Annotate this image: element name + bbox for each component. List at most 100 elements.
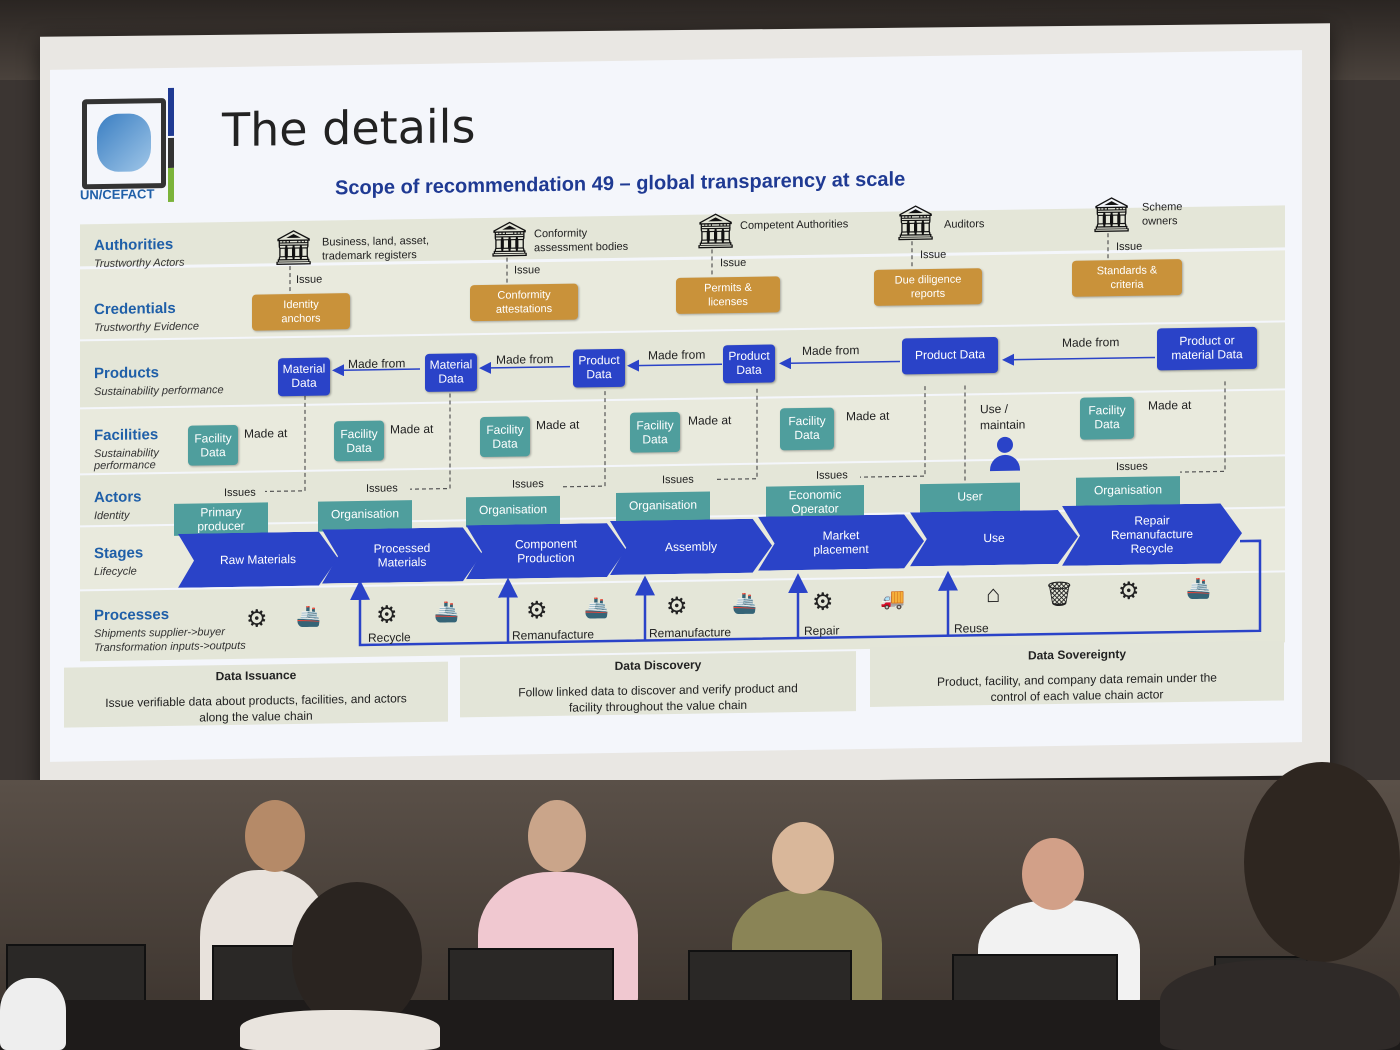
made-from-arrow-2 <box>479 361 570 374</box>
dash-actor-5 <box>860 386 926 478</box>
gear-icon: ⚙ <box>246 605 268 633</box>
actor-organisation-1: Organisation <box>318 500 412 532</box>
ship-icon: 🚢 <box>584 597 609 620</box>
trash-icon: 🗑 <box>1044 580 1075 609</box>
issue-label: Issue <box>1116 240 1143 254</box>
authority-label-3: Competent Authorities <box>740 218 849 232</box>
product-node-product-data: Product Data <box>902 336 998 375</box>
panelist-4-head <box>1022 838 1084 910</box>
dash-actor-3 <box>560 391 606 488</box>
truck-icon: 🚚 <box>880 588 905 611</box>
made-from-label: Made from <box>802 343 860 359</box>
made-at-label: Made at <box>390 421 434 437</box>
made-at-label: Made at <box>688 413 732 428</box>
connector-lines <box>265 233 1262 647</box>
made-at-label: Made at <box>846 408 890 424</box>
gear-icon: ⚙ <box>1118 577 1140 606</box>
authority-label-1: Business, land, asset,trademark register… <box>322 234 430 263</box>
made-at-label: Made at <box>1148 397 1192 413</box>
institution-icon: 🏛 <box>1090 195 1134 235</box>
institution-icon: 🏛 <box>694 212 738 251</box>
dash-actor-6 <box>1180 381 1226 473</box>
actor-organisation-3: Organisation <box>616 491 710 523</box>
made-from-arrow-5 <box>1002 353 1155 366</box>
panelist-1-head <box>245 800 305 872</box>
dash-actor-2 <box>410 393 451 490</box>
issues-label: Issues <box>662 473 694 487</box>
ship-icon: 🚢 <box>434 601 459 624</box>
made-from-label: Made from <box>1062 335 1120 350</box>
actor-organisation-4: Organisation <box>1076 476 1180 508</box>
audience-head-1 <box>292 882 422 1032</box>
loop-label-remanufacture-2: Remanufacture <box>649 625 732 641</box>
made-from-arrow-3 <box>627 359 722 372</box>
audience-body-2 <box>1160 960 1400 1050</box>
issues-label: Issues <box>816 469 848 482</box>
house-icon: ⌂ <box>986 580 1001 609</box>
institution-icon: 🏛 <box>272 228 316 268</box>
made-from-arrow-1 <box>332 364 420 377</box>
gear-icon: ⚙ <box>812 588 834 616</box>
gear-icon: ⚙ <box>666 592 688 621</box>
institution-icon: 🏛 <box>894 203 938 243</box>
made-from-label: Made from <box>648 347 706 363</box>
dash-actor-1 <box>265 395 306 493</box>
panelist-2-head <box>528 800 586 872</box>
issues-label: Issues <box>512 478 544 491</box>
use-maintain-label: Use /maintain <box>980 401 1026 433</box>
panelist-3-head <box>772 822 834 894</box>
issues-label: Issues <box>366 482 398 495</box>
gear-icon: ⚙ <box>526 597 548 625</box>
gear-icon: ⚙ <box>376 601 398 629</box>
issues-label: Issues <box>224 486 256 500</box>
institution-icon: 🏛 <box>488 220 532 259</box>
issue-label: Issue <box>514 264 541 277</box>
issue-label: Issue <box>720 256 747 270</box>
issues-label: Issues <box>1116 460 1148 474</box>
authority-label-4: Auditors <box>944 218 985 231</box>
loop-label-remanufacture-1: Remanufacture <box>512 627 595 643</box>
made-from-label: Made from <box>496 351 554 367</box>
ship-icon: 🚢 <box>732 592 757 616</box>
made-at-label: Made at <box>244 426 288 441</box>
actor-organisation-2: Organisation <box>466 495 560 528</box>
stage-use: Use <box>910 510 1078 567</box>
stage-assembly: Assembly <box>610 518 772 575</box>
actor-user: User <box>920 482 1020 515</box>
loop-recycle <box>350 539 1262 647</box>
issue-label: Issue <box>296 273 323 286</box>
user-icon <box>990 436 1020 473</box>
credential-standards-criteria: Standards &criteria <box>1072 259 1182 297</box>
presentation-slide: UN/CEFACT The details Scope of recommend… <box>50 50 1302 762</box>
made-from-arrow-4 <box>779 357 900 370</box>
ship-icon: 🚢 <box>296 605 321 628</box>
dash-actor-4 <box>715 388 758 480</box>
made-at-label: Made at <box>536 417 580 433</box>
stage-raw-materials: Raw Materials <box>178 531 338 588</box>
audience-body-3 <box>0 978 66 1050</box>
issue-label: Issue <box>920 248 947 262</box>
audience-head-2 <box>1244 762 1400 962</box>
credential-permits-licenses: Permits &licenses <box>676 276 780 314</box>
